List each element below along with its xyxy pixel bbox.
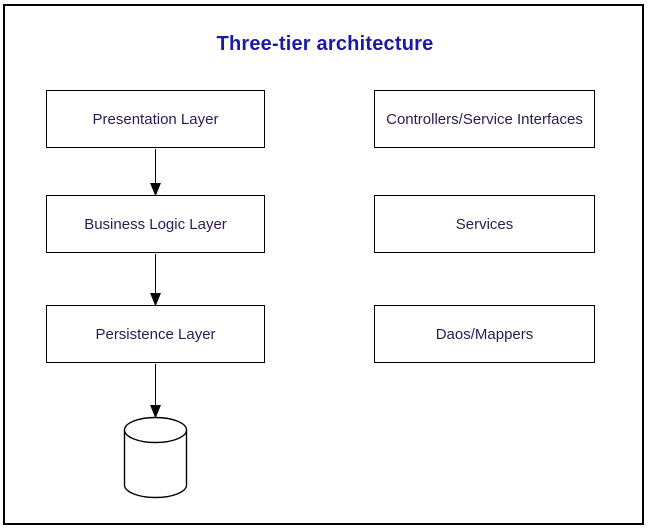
- box-daos-mappers-label: Daos/Mappers: [435, 325, 534, 343]
- outer-border-frame: [3, 4, 644, 525]
- box-presentation-layer-label: Presentation Layer: [92, 110, 219, 128]
- box-controllers-service-interfaces: Controllers/Service Interfaces: [374, 90, 595, 148]
- box-business-logic-layer-label: Business Logic Layer: [84, 215, 227, 233]
- box-persistence-layer-label: Persistence Layer: [95, 325, 216, 343]
- box-persistence-layer: Persistence Layer: [46, 305, 265, 363]
- box-business-logic-layer: Business Logic Layer: [46, 195, 265, 253]
- box-presentation-layer: Presentation Layer: [46, 90, 265, 148]
- box-services-label: Services: [455, 215, 514, 233]
- box-controllers-service-interfaces-label: Controllers/Service Interfaces: [386, 110, 583, 128]
- box-services: Services: [374, 195, 595, 253]
- box-daos-mappers: Daos/Mappers: [374, 305, 595, 363]
- diagram-title: Three-tier architecture: [216, 33, 434, 55]
